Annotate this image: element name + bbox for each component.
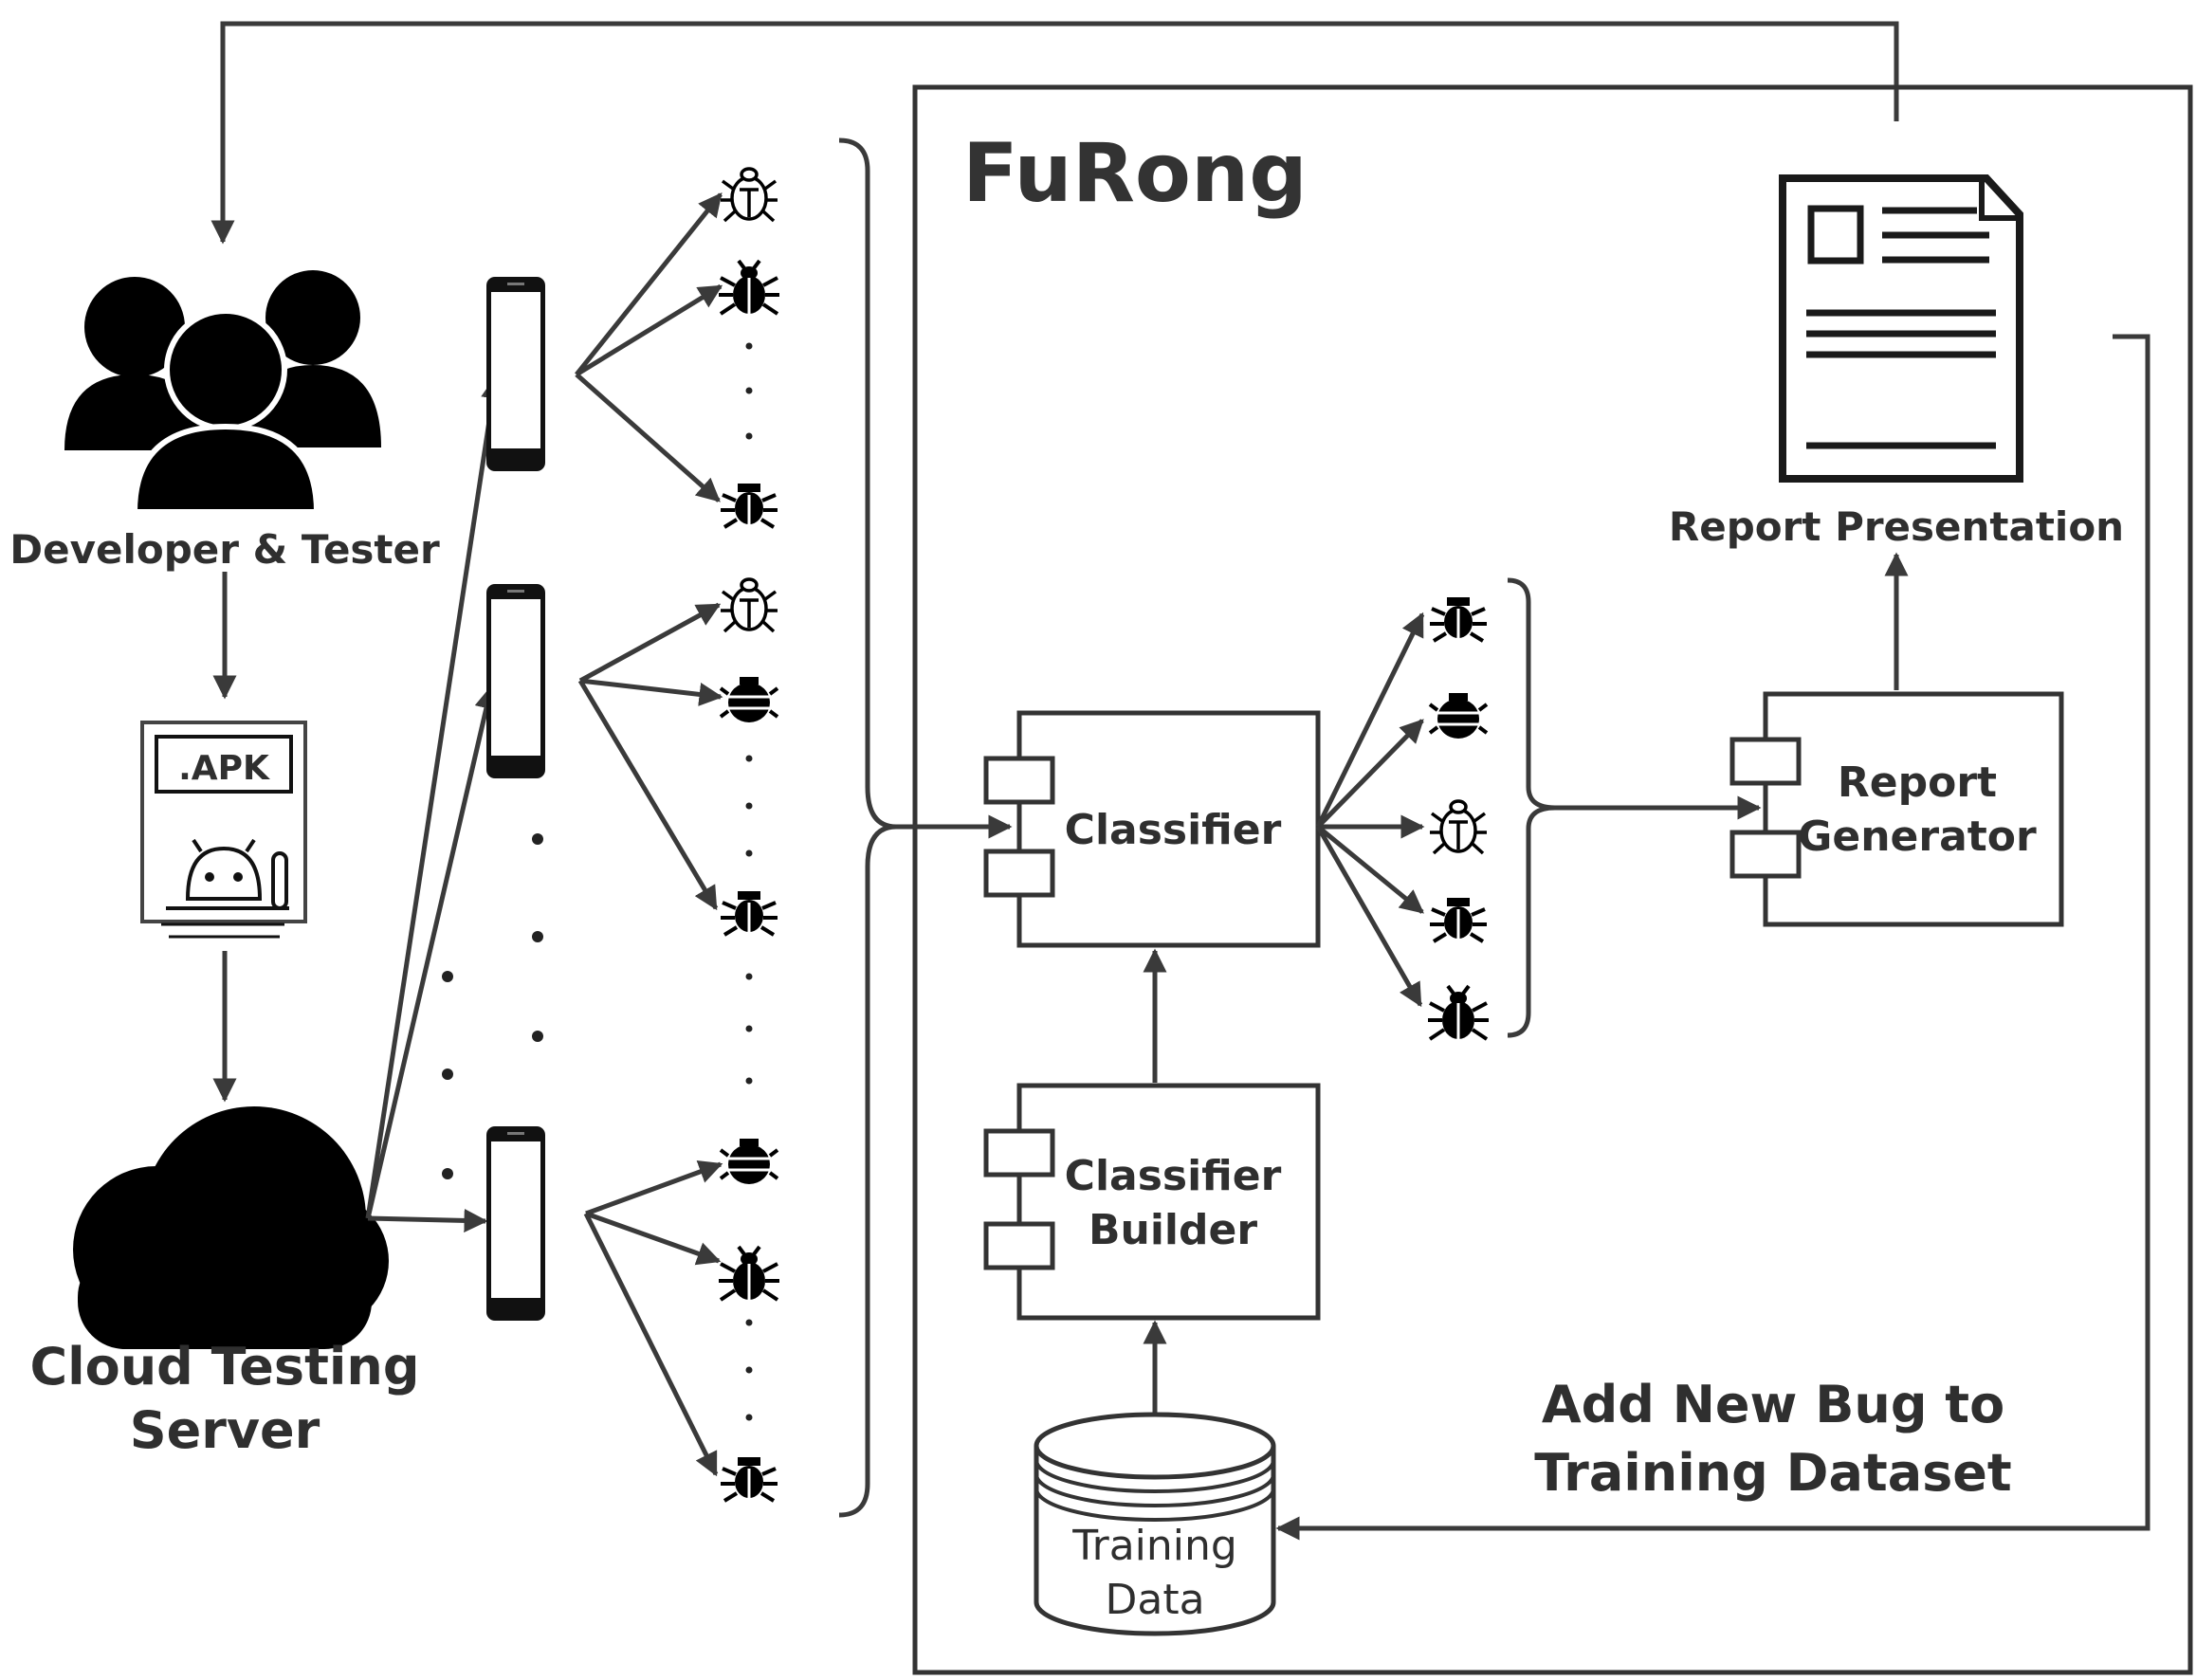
feedback-label-line1: Add New Bug to <box>1542 1375 2004 1434</box>
bug-icon <box>717 1245 781 1302</box>
cloud-to-phone2-arrow <box>365 685 499 1219</box>
bug-icon <box>719 482 779 529</box>
furong-system-boundary <box>912 84 2193 1675</box>
smartphone-icon <box>486 277 545 471</box>
cloud-label-line2: Server <box>130 1400 320 1460</box>
bug-icon <box>1428 799 1489 855</box>
apk-label: .APK <box>178 749 270 788</box>
developer-tester-label: Developer & Tester <box>9 526 440 573</box>
cloud-to-phone1-arrow <box>365 374 504 1219</box>
classifier-builder-label-line1: Classifier <box>1065 1152 1282 1200</box>
smartphone-icon <box>486 584 545 778</box>
classifier-builder-label-line2: Builder <box>1089 1206 1257 1254</box>
users-group-icon <box>64 270 381 515</box>
bug-icon <box>719 577 779 633</box>
phones-ellipsis <box>442 833 543 1179</box>
report-generator-label-line1: Report <box>1838 758 1997 807</box>
database-icon <box>1034 1412 1276 1636</box>
classifier-label: Classifier <box>1065 806 1282 854</box>
collected-bugs-brace <box>838 137 897 1518</box>
report-generator-label-line2: Generator <box>1798 813 2037 861</box>
add-new-bug-arrow <box>1275 334 2150 1541</box>
bugs-ellipsis <box>745 342 753 1421</box>
bug-icon <box>719 889 779 937</box>
phone2-bug-arrows <box>577 602 723 911</box>
report-generator-component <box>1732 691 2064 927</box>
cloud-label-line1: Cloud Testing <box>30 1337 420 1397</box>
training-data-label-line2: Data <box>1105 1576 1204 1624</box>
phone1-bug-arrows <box>575 192 723 502</box>
cloud-to-phone3-arrow <box>367 1208 488 1233</box>
smartphone-icon <box>486 1126 545 1321</box>
training-data-label-line1: Training <box>1071 1522 1237 1570</box>
classifier-component <box>986 710 1321 948</box>
report-to-developer-arrow <box>210 21 1899 245</box>
bug-icon <box>1428 691 1489 740</box>
bug-icon <box>1428 896 1489 943</box>
system-title: FuRong <box>962 126 1308 221</box>
bug-icon <box>719 1455 779 1503</box>
document-icon <box>1779 174 2023 483</box>
bug-icon <box>1428 595 1489 643</box>
bug-icon <box>719 675 779 724</box>
classifier-builder-component <box>986 1083 1321 1321</box>
apk-android-icon: .APK <box>140 721 307 939</box>
phone3-bug-arrows <box>583 1160 723 1477</box>
classified-bugs-brace <box>1507 577 1556 1038</box>
report-presentation-label: Report Presentation <box>1669 503 2124 550</box>
cloud-icon <box>73 1106 389 1349</box>
bug-icon <box>1426 984 1491 1041</box>
bug-icon <box>717 259 781 316</box>
bug-icon <box>719 167 779 223</box>
feedback-label-line2: Training Dataset <box>1534 1443 2011 1503</box>
bug-icon <box>719 1137 779 1186</box>
classifier-bug-arrows <box>1315 612 1425 1008</box>
